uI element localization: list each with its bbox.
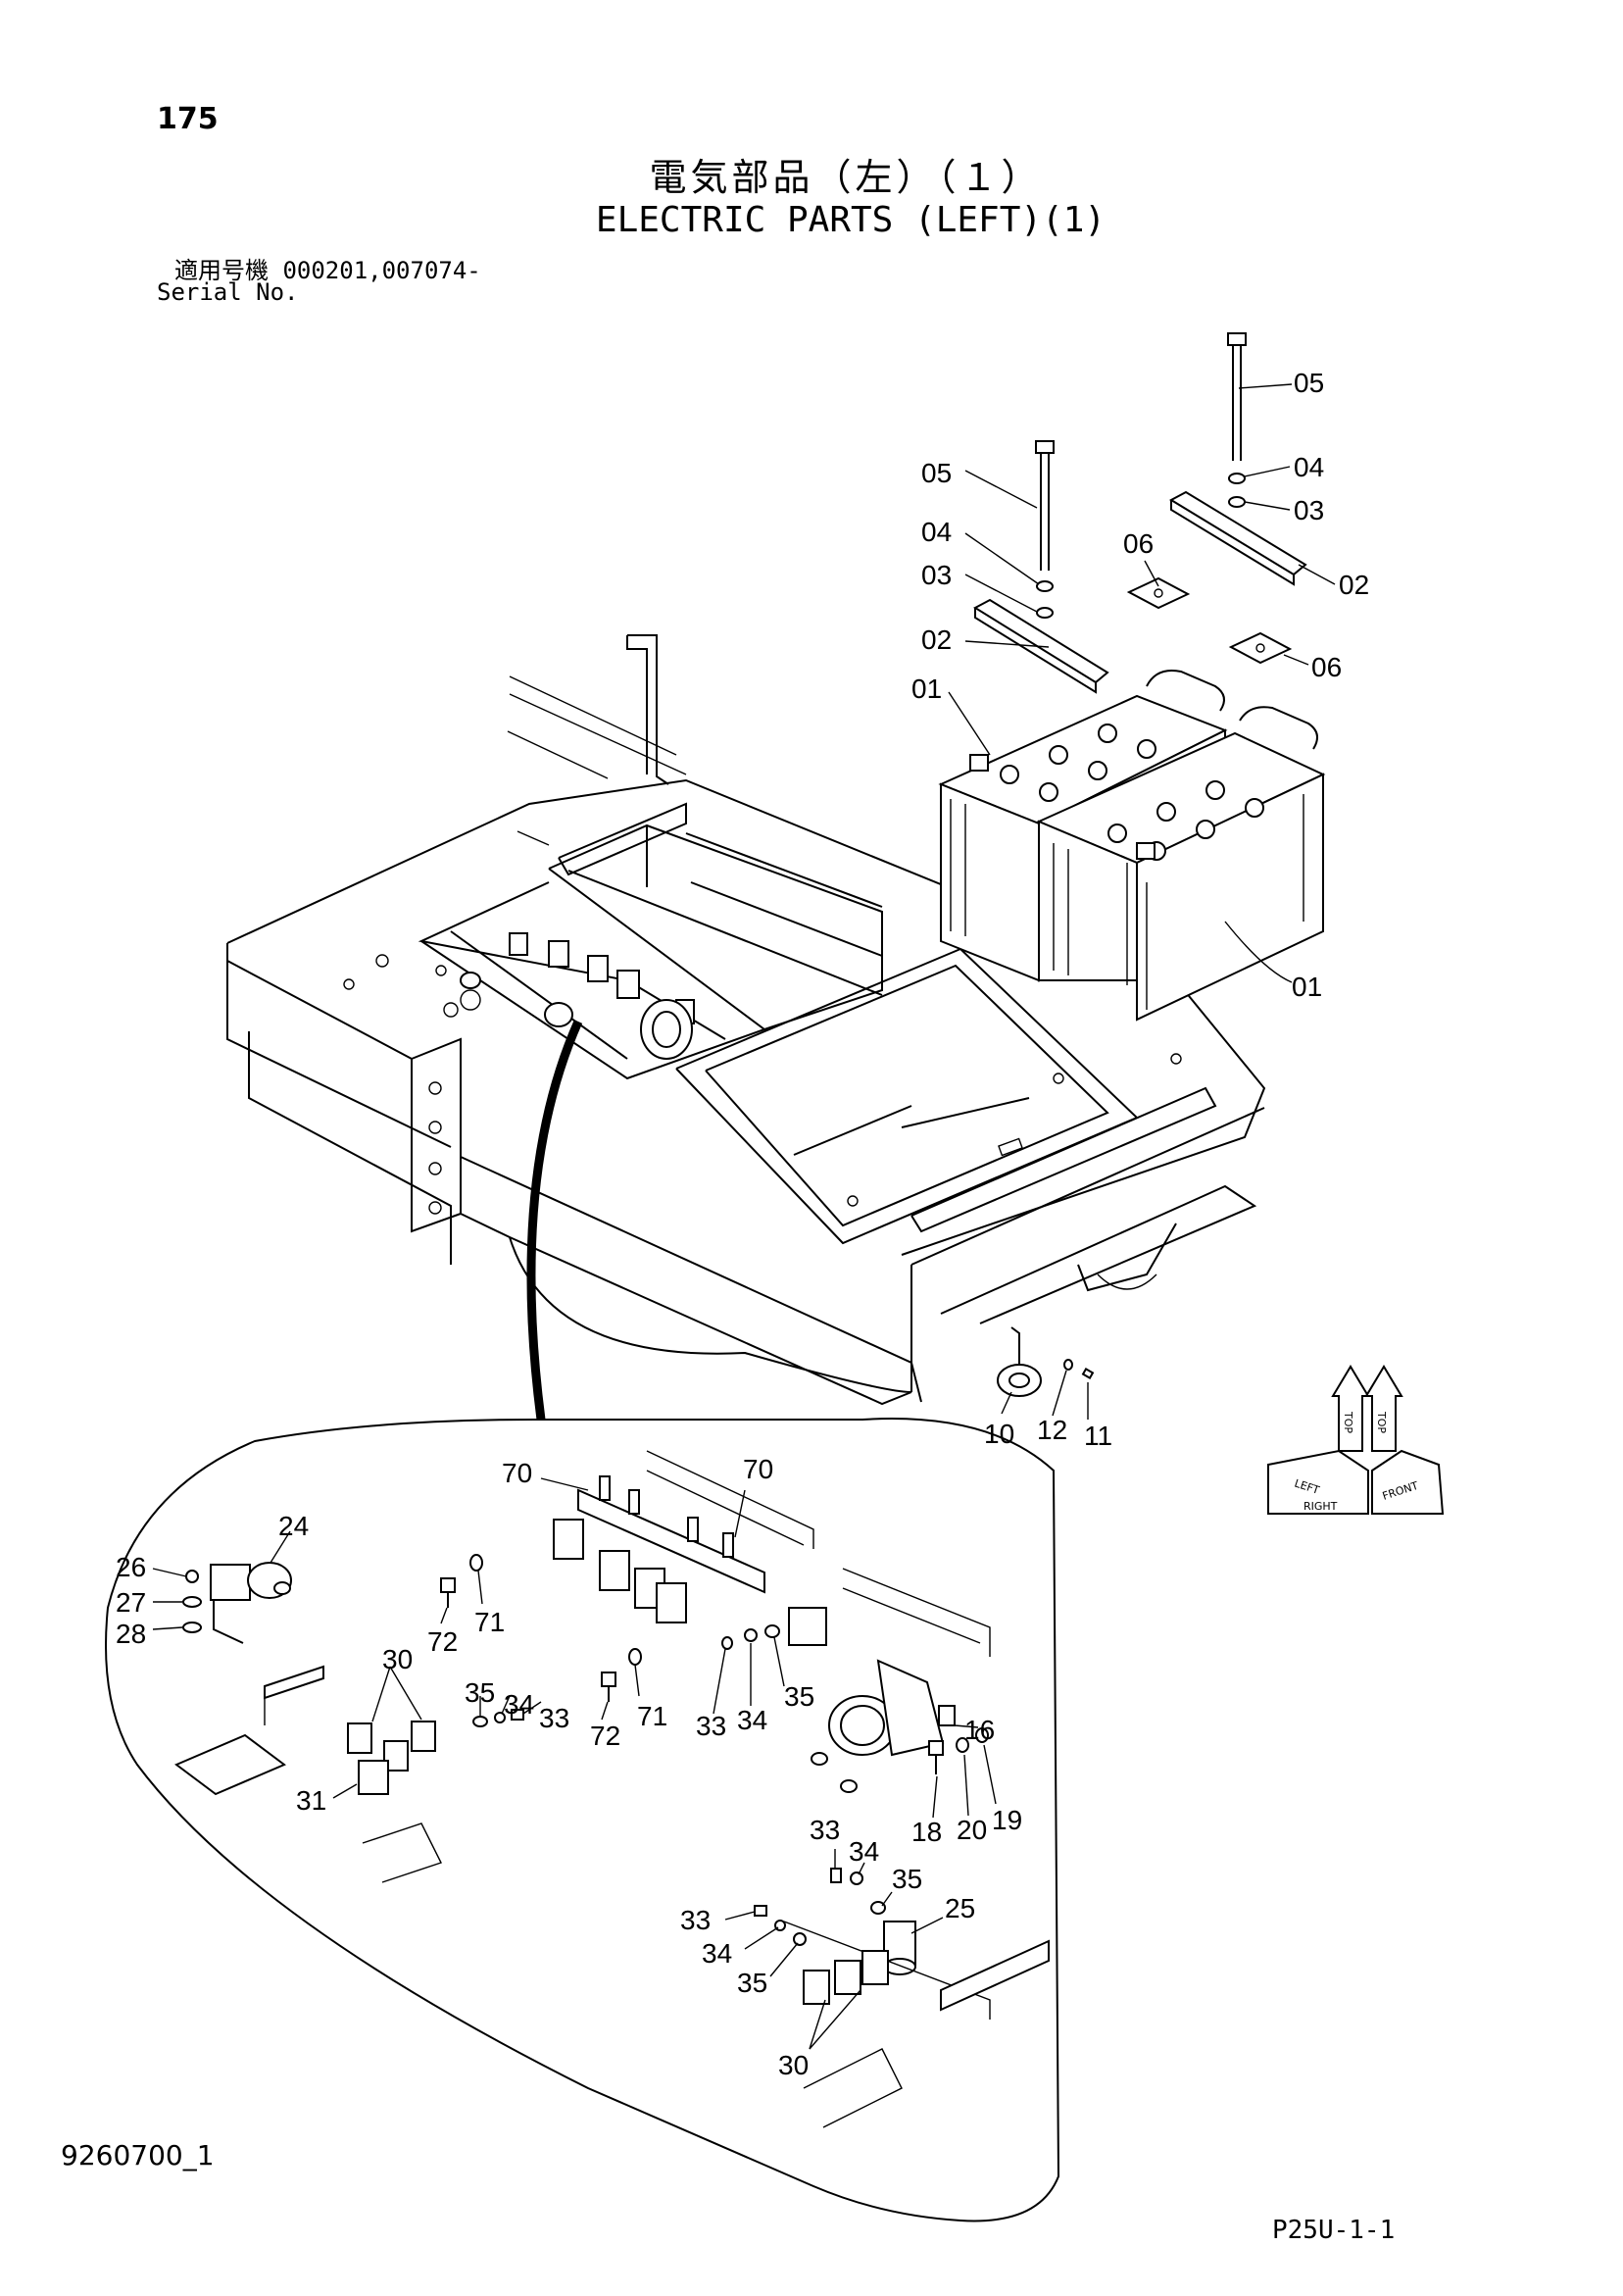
callout-33-lower: 33: [680, 1905, 711, 1935]
callout-35-left: 35: [465, 1677, 495, 1708]
callout-06-left: 06: [1123, 528, 1154, 559]
detail-leader-curve: [526, 1020, 583, 1421]
horn-drawing: [997, 1326, 1095, 1397]
callout-70-right: 70: [743, 1454, 773, 1484]
callout-06-right: 06: [1311, 652, 1342, 682]
callout-33-right: 33: [810, 1815, 840, 1845]
detail-components-drawing: [174, 1450, 1050, 2128]
callout-20: 20: [957, 1815, 987, 1845]
callout-19: 19: [992, 1805, 1022, 1835]
callout-27: 27: [116, 1587, 146, 1618]
title-english: ELECTRIC PARTS (LEFT)(1): [595, 200, 1107, 240]
callout-03-left: 03: [921, 560, 952, 590]
callout-25: 25: [945, 1893, 975, 1923]
serial-label-japanese: 適用号機: [174, 257, 269, 284]
callout-70-left: 70: [502, 1458, 532, 1488]
serial-value: 000201,007074-: [282, 257, 481, 284]
callout-31: 31: [296, 1785, 326, 1816]
callout-35-lower: 35: [737, 1968, 767, 1998]
callout-33-left: 33: [539, 1703, 569, 1733]
callout-24: 24: [278, 1511, 309, 1541]
callout-34-middle: 34: [737, 1705, 767, 1735]
orientation-indicator: TOP TOP LEFT RIGHT FRONT: [1267, 1365, 1445, 1515]
serial-label-english: Serial No.: [157, 278, 299, 306]
callout-35-right: 35: [892, 1864, 922, 1894]
callout-30-lower: 30: [778, 2050, 809, 2080]
callout-11: 11: [1084, 1421, 1112, 1451]
leader-lines: [152, 383, 1336, 2050]
callout-01-top: 01: [911, 674, 942, 704]
callout-33-middle: 33: [696, 1711, 726, 1741]
callout-04-right: 04: [1294, 452, 1324, 482]
callout-05-left: 05: [921, 458, 952, 488]
callout-26: 26: [116, 1552, 146, 1582]
callout-18: 18: [911, 1817, 942, 1847]
direction-top-label-2: TOP: [1375, 1411, 1388, 1433]
serial-line-japanese: 適用号機 000201,007074-: [174, 251, 481, 285]
callout-34-right: 34: [849, 1836, 879, 1867]
callout-72-upper: 72: [427, 1626, 458, 1657]
callout-04-left: 04: [921, 517, 952, 547]
detail-balloon-outline: [105, 1418, 1060, 2222]
callout-01-bottom: 01: [1292, 972, 1322, 1002]
callout-02-right: 02: [1339, 570, 1369, 600]
battery-pair-drawing: [938, 670, 1326, 1022]
callout-labels: 05 04 03 02 01 06 05 04 03 02 06 01 10 1…: [116, 368, 1369, 2080]
drawing-code: 9260700_1: [61, 2139, 215, 2171]
callout-71-upper: 71: [474, 1607, 505, 1637]
callout-03-right: 03: [1294, 495, 1324, 525]
callout-16: 16: [964, 1715, 995, 1745]
callout-28: 28: [116, 1619, 146, 1649]
sheet-code: P25U-1-1: [1272, 2216, 1396, 2245]
direction-top-label-1: TOP: [1342, 1411, 1354, 1433]
title-japanese: 電気部品（左）（１）: [649, 156, 1043, 199]
callout-71-lower: 71: [637, 1701, 667, 1731]
callout-34-left: 34: [504, 1689, 534, 1720]
page-number: 175: [157, 102, 219, 136]
callout-34-lower: 34: [702, 1938, 732, 1969]
callout-05-right: 05: [1294, 368, 1324, 398]
callout-02-left: 02: [921, 624, 952, 655]
callout-12: 12: [1037, 1415, 1067, 1445]
hold-down-parts-drawing: [972, 332, 1307, 694]
direction-right-label: RIGHT: [1303, 1500, 1338, 1513]
callout-35-middle: 35: [784, 1681, 814, 1712]
callout-30-upper: 30: [382, 1644, 413, 1674]
callout-10: 10: [984, 1419, 1014, 1449]
callout-72-lower: 72: [590, 1721, 620, 1751]
